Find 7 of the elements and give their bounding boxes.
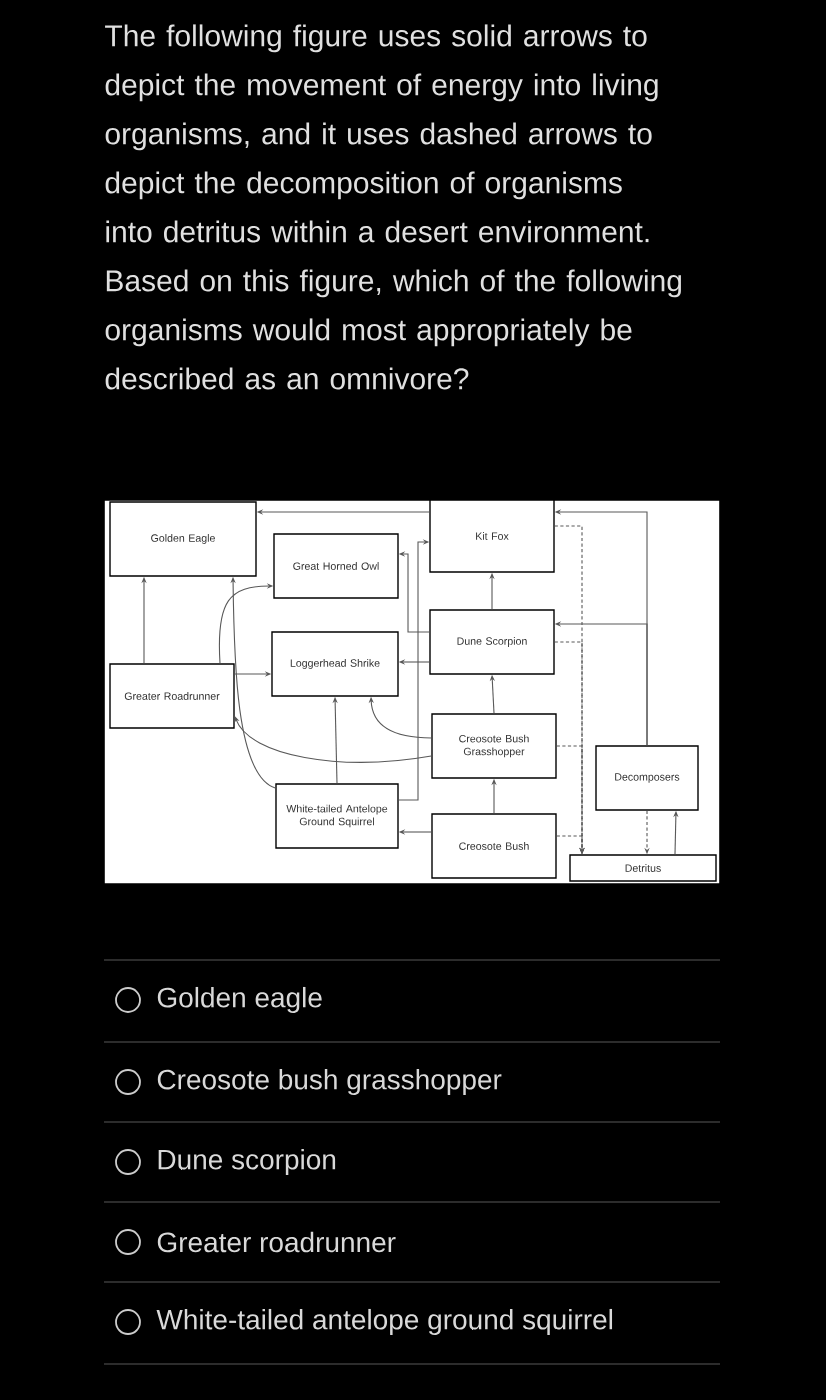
answer-option: White-tailed antelope ground squirrel bbox=[156, 1308, 613, 1336]
answer-option: Dune scorpion bbox=[158, 1148, 336, 1176]
arrow bbox=[234, 716, 432, 763]
answer-option: Golden eagle bbox=[157, 986, 322, 1014]
answer-option: Greater roadrunner bbox=[157, 1231, 396, 1253]
question-text: The following figure uses solid arrows to depict the movement of energy into living organisms, and it uses dashed arrows to depict the decomposition of organisms into detritus within a desert environment. Based on this figure, which of the following organisms would most appropriately be described as an omnivore? bbox=[105, 24, 681, 390]
answer-option: Creosote bush grasshopper bbox=[157, 1068, 502, 1096]
